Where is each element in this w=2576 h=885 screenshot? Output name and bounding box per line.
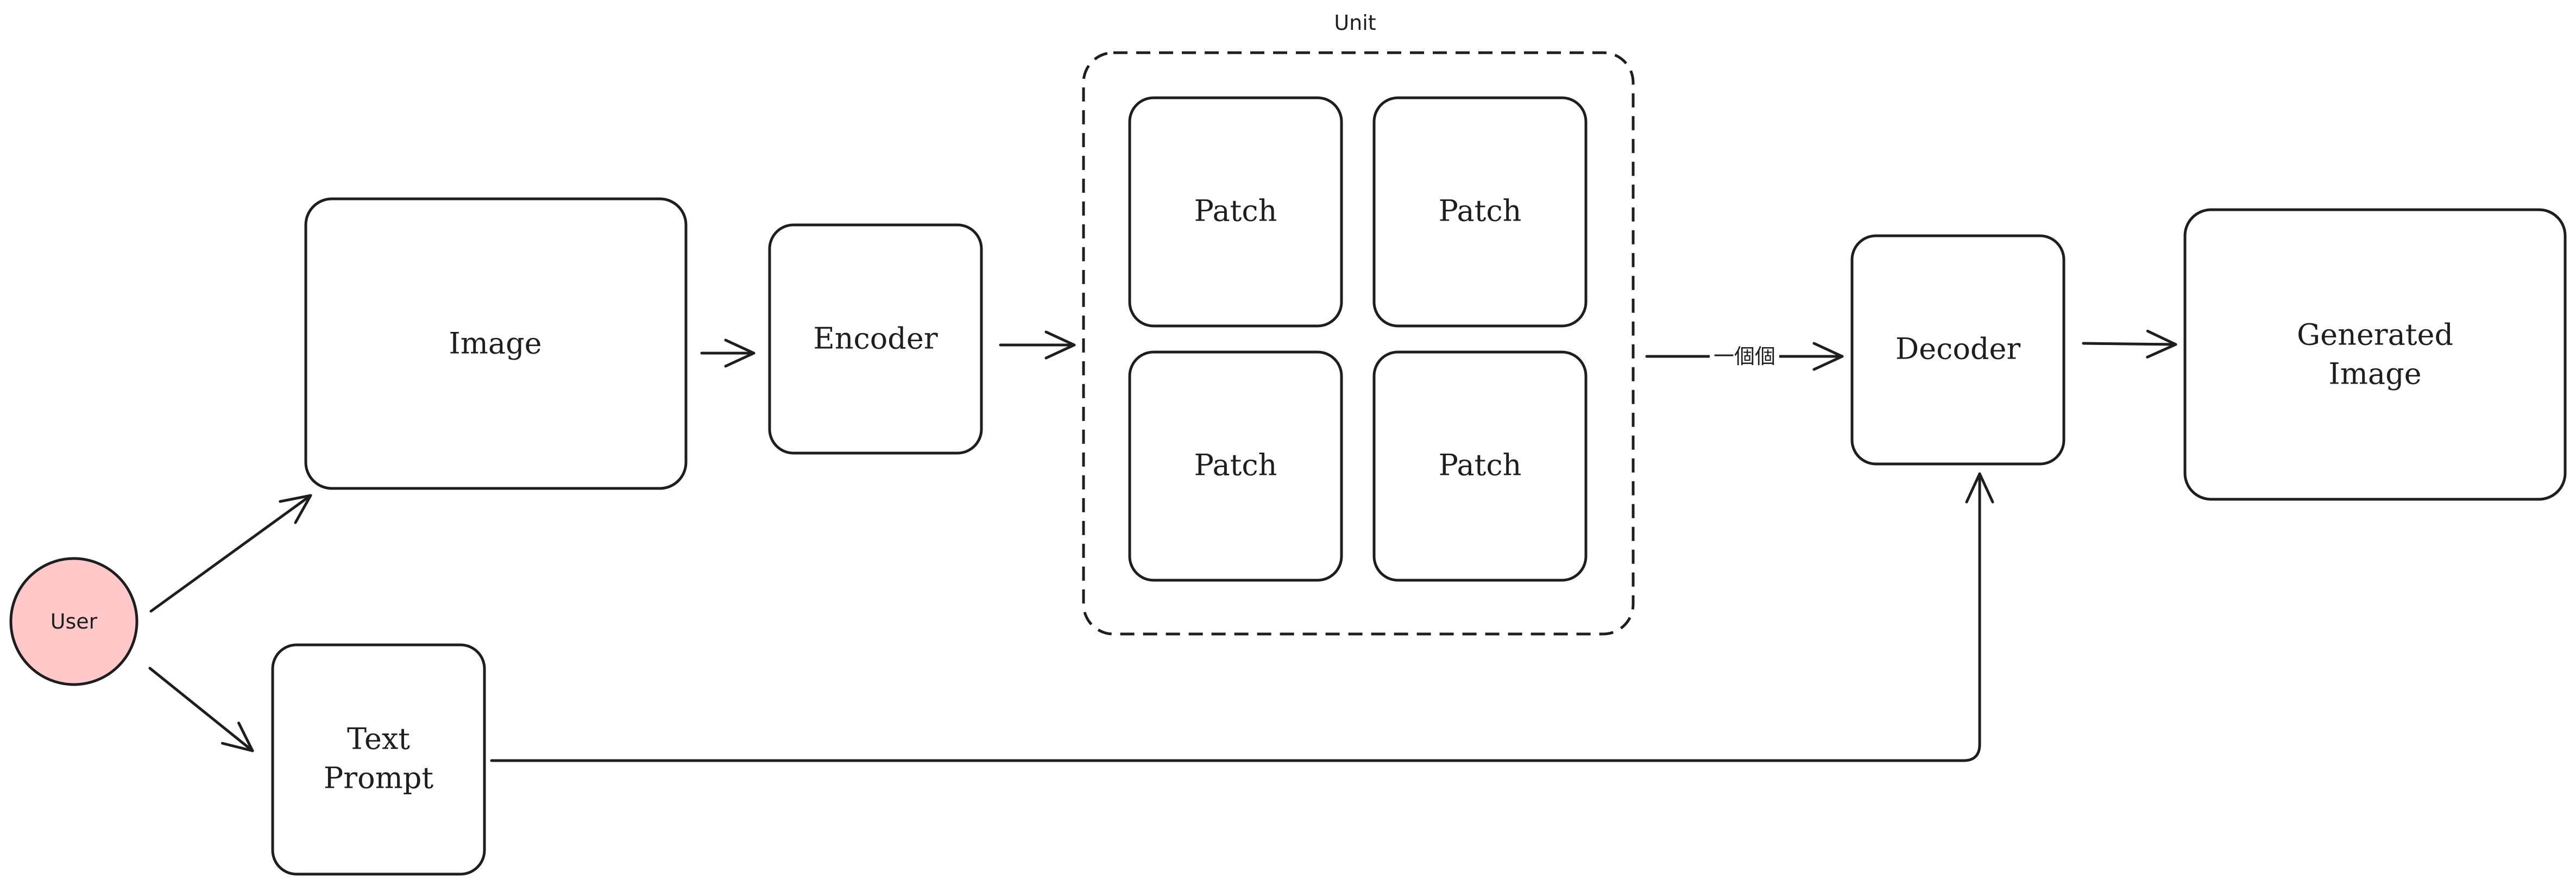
text-prompt-label-line1: Text <box>347 722 410 756</box>
encoder-node-label: Encoder <box>813 322 937 356</box>
encoder-node[interactable]: Encoder <box>768 223 983 455</box>
patch-node-1[interactable]: Patch <box>1128 96 1343 328</box>
image-node[interactable]: Image <box>304 197 688 490</box>
patch-node-3[interactable]: Patch <box>1128 350 1343 582</box>
edge-user-to-image <box>149 494 312 613</box>
unit-group-label: Unit <box>1334 11 1376 35</box>
decoder-node[interactable]: Decoder <box>1850 234 2065 466</box>
text-prompt-label-line2: Prompt <box>324 761 433 795</box>
unit-group[interactable]: Unit <box>1082 11 1635 636</box>
patch-node-4-label: Patch <box>1439 448 1522 482</box>
edge-text-prompt-to-decoder <box>490 472 1994 762</box>
edge-user-to-text-prompt <box>148 667 254 752</box>
edge-label-unit-to-decoder: 一個個 <box>1710 341 1779 372</box>
text-prompt-node[interactable]: Text Prompt <box>271 643 486 876</box>
decoder-node-label: Decoder <box>1895 332 2021 366</box>
user-node[interactable]: User <box>9 557 138 686</box>
generated-image-node[interactable]: Generated Image <box>2183 208 2567 501</box>
patch-node-2-label: Patch <box>1439 194 1522 228</box>
generated-image-label-line2: Image <box>2328 357 2421 391</box>
patch-node-2[interactable]: Patch <box>1372 96 1588 328</box>
patch-node-4[interactable]: Patch <box>1372 350 1588 582</box>
patch-node-3-label: Patch <box>1194 448 1277 482</box>
generated-image-label-line1: Generated <box>2297 318 2453 352</box>
user-node-label: User <box>51 610 98 633</box>
edge-decoder-to-generated <box>2082 329 2177 359</box>
edge-label-text: 一個個 <box>1714 344 1775 368</box>
patch-node-1-label: Patch <box>1194 194 1277 228</box>
image-node-label: Image <box>449 327 541 361</box>
